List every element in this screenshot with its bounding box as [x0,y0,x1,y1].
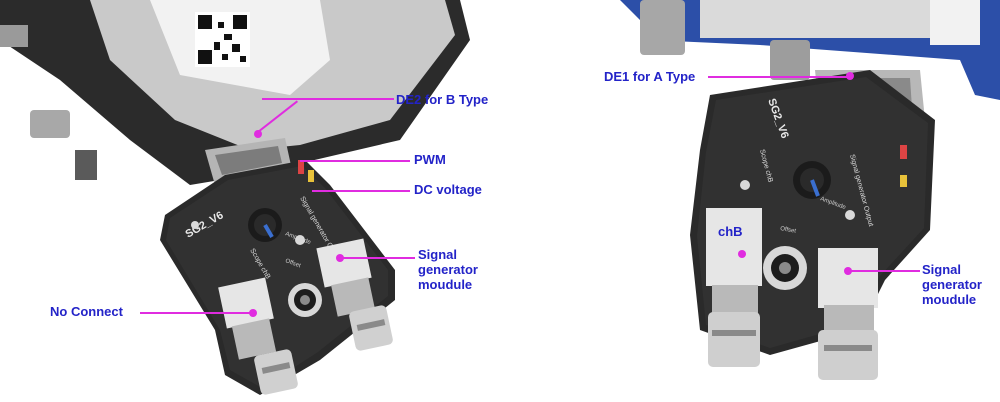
label-pwm: PWM [414,152,446,167]
leader-de1 [708,76,848,78]
leader-de2 [262,98,394,100]
side-bnc-top [0,25,28,47]
leader-dot-siggen-right [844,267,852,275]
label-chb: chB [718,224,743,239]
leader-dc [312,190,410,192]
label-no-connect: No Connect [50,304,123,319]
leader-siggen-left [340,257,415,259]
bnc-right [331,277,393,351]
label-signal-generator-left: Signal generator moudule [418,247,478,292]
label-de2: DE2 for B Type [396,92,489,107]
right-photo: SG2_V6 Signal generator Output Scope chB… [620,0,1000,380]
leader-dot-noconnect [249,309,257,317]
white-connector-left [218,277,274,329]
svg-text:Offset: Offset [780,226,797,235]
white-connector-chb [706,208,762,286]
leader-noconnect [140,312,250,314]
leader-dot-siggen-left [336,254,344,262]
label-dc-voltage: DC voltage [414,182,482,197]
svg-text:Offset: Offset [284,258,301,269]
leader-dot-chb [738,250,746,258]
left-photo: SG2_V6 Signal generator Output Scope chB… [0,0,470,395]
leader-siggen-right [848,270,920,272]
leader-pwm [300,160,410,162]
leader-dot-de1 [846,72,854,80]
white-connector-right [316,238,372,288]
label-signal-generator-right: Signal generator moudule [922,262,982,307]
white-connector-siggen [818,248,878,308]
label-de1: DE1 for A Type [604,69,696,84]
bnc-chb [708,285,760,367]
qr-code [195,12,250,67]
side-bnc-mid [30,110,70,138]
bnc-left [231,318,298,395]
bnc-siggen [818,305,878,380]
